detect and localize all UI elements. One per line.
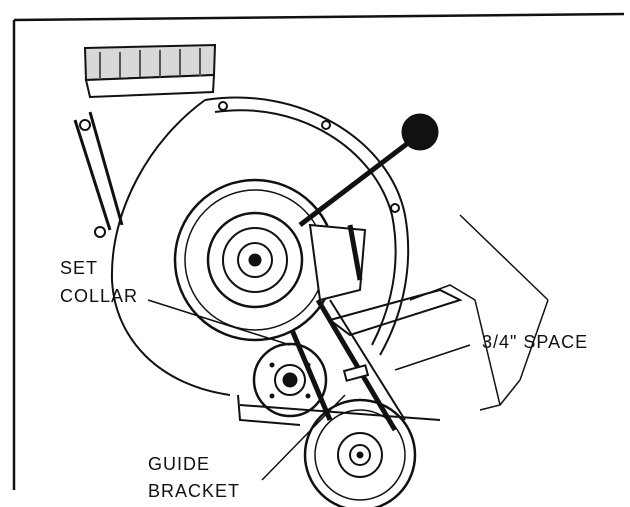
guide-bracket	[342, 364, 370, 382]
set-collar-label-line1: SET	[60, 258, 98, 278]
set-collar-label-line2: COLLAR	[60, 286, 138, 306]
motor-bracket	[237, 223, 463, 426]
inlet-collar	[83, 43, 217, 99]
idler-pulley	[252, 342, 328, 418]
guide-bracket-label-line2: BRACKET	[148, 481, 240, 501]
side-housing	[409, 214, 549, 411]
motor-pulley	[303, 398, 417, 507]
blower-housing	[73, 96, 410, 396]
diagram-frame	[12, 12, 625, 490]
guide-bracket-label-line1: GUIDE	[148, 454, 210, 474]
space-label: 3/4" SPACE	[482, 332, 588, 352]
callout-lines	[147, 299, 471, 481]
